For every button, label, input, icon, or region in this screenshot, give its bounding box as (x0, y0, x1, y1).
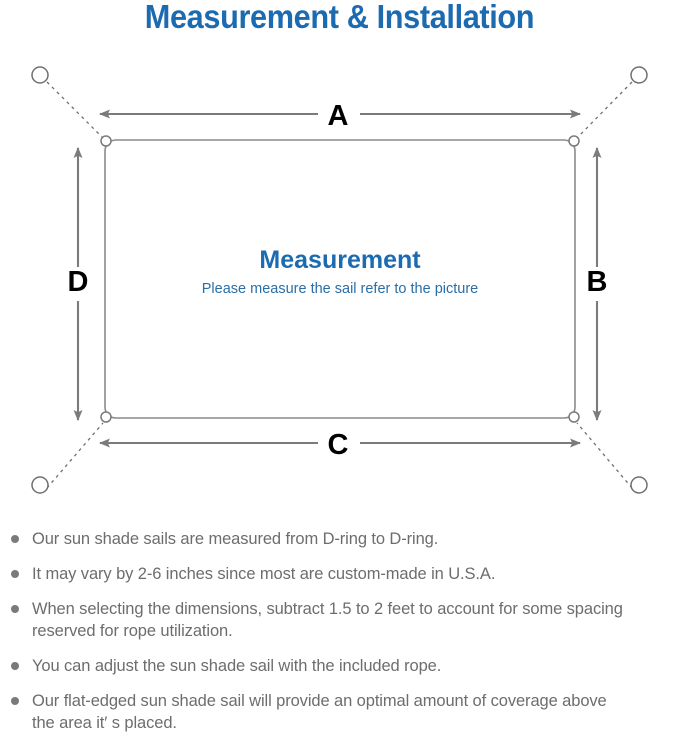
anchor-bottom-right-icon (630, 476, 648, 494)
note-text: When selecting the dimensions, subtract … (32, 600, 623, 640)
anchor-bottom-left-icon (31, 476, 49, 494)
sail-outline (104, 139, 576, 419)
dimension-label-a: A (328, 100, 349, 132)
sail-center-title: Measurement (259, 246, 421, 274)
dimension-label-d: D (68, 266, 89, 298)
anchor-points (31, 66, 648, 494)
bullet-dot-icon (11, 605, 19, 613)
note-text: Our flat-edged sun shade sail will provi… (32, 692, 607, 732)
note-text: Our sun shade sails are measured from D-… (32, 530, 439, 548)
rope-bottom-left (46, 422, 104, 489)
d-ring-top-left-icon (100, 135, 112, 147)
d-ring-bottom-right-icon (568, 411, 580, 423)
bullet-dot-icon (11, 535, 19, 543)
diagram-svg: A C D B Measurement Please measure the s… (31, 66, 648, 494)
list-item: Our sun shade sails are measured from D-… (0, 528, 679, 550)
bullet-dot-icon (11, 697, 19, 705)
sail-center-subtitle: Please measure the sail refer to the pic… (202, 281, 478, 297)
list-item: Our flat-edged sun shade sail will provi… (0, 690, 679, 734)
page-title: Measurement & Installation (144, 0, 535, 35)
rope-bottom-right (576, 422, 633, 489)
rope-top-right (576, 81, 633, 139)
bullet-dot-icon (11, 570, 19, 578)
list-item: You can adjust the sun shade sail with t… (0, 655, 679, 677)
anchor-top-right-icon (630, 66, 648, 84)
notes-list: Our sun shade sails are measured from D-… (0, 528, 679, 747)
measurement-diagram: A C D B Measurement Please measure the s… (0, 55, 679, 515)
anchor-top-left-icon (31, 66, 49, 84)
d-ring-top-right-icon (568, 135, 580, 147)
list-item: It may vary by 2-6 inches since most are… (0, 563, 679, 585)
sail-d-rings (100, 135, 580, 423)
rope-top-left (46, 81, 104, 139)
bullet-dot-icon (11, 662, 19, 670)
list-item: When selecting the dimensions, subtract … (0, 598, 679, 642)
dimension-label-c: C (328, 429, 349, 461)
d-ring-bottom-left-icon (100, 411, 112, 423)
anchor-rope-lines (46, 81, 633, 489)
dimension-label-b: B (587, 266, 608, 298)
note-text: You can adjust the sun shade sail with t… (32, 657, 442, 675)
note-text: It may vary by 2-6 inches since most are… (32, 565, 496, 583)
